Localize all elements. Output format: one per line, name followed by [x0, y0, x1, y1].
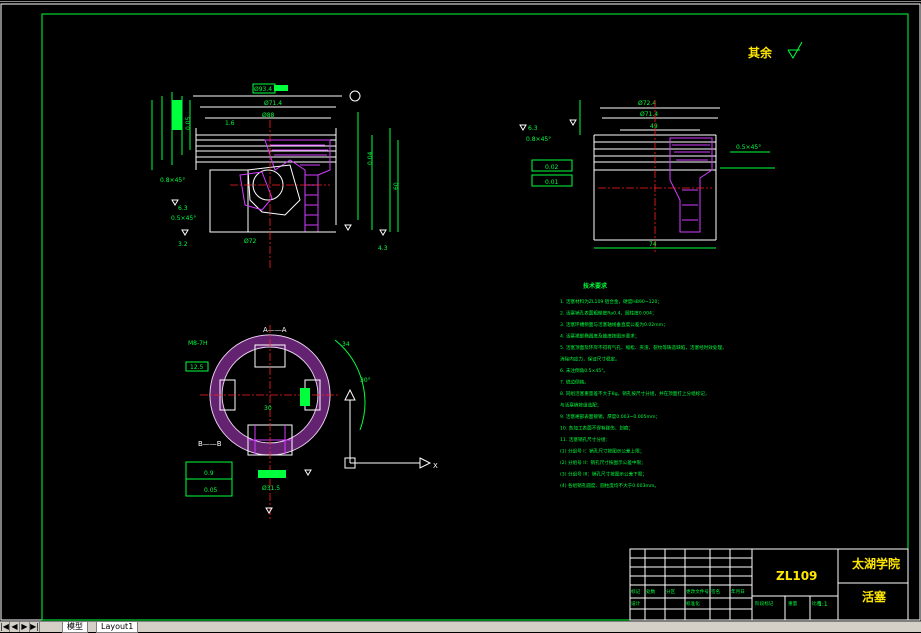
roughness-val-3: 4.3: [378, 245, 388, 252]
title-cell: 标记: [631, 588, 641, 595]
layout-tab-bar: |◀ ◀ ▶ ▶| 模型 Layout1: [0, 621, 921, 633]
prev-tab-button[interactable]: ◀: [10, 622, 20, 632]
tol-b2: 0.05: [204, 487, 218, 494]
tech-req-line: (3) 分组号 III：销孔尺寸按图示公差下限；: [560, 471, 647, 478]
next-tab-button[interactable]: ▶: [20, 622, 30, 632]
tech-req-line: (2) 分组号 II：销孔尺寸按图示公差中限；: [560, 459, 646, 466]
title-scale: 1:1: [818, 601, 828, 608]
title-part-name: 活塞: [862, 589, 887, 604]
tech-req-line: (4) 各组销孔圆度、圆柱度均不大于0.003mm。: [560, 482, 659, 489]
side-roughness: 6.3: [528, 125, 538, 132]
tech-req-line: 2. 活塞销孔表面粗糙度Ra0.4，圆柱度0.004；: [560, 310, 657, 317]
title-block: ZL109 太湖学院 活塞 1:1 标记处数 分区 更改文件号签名 年月日 设计 标准化…: [629, 548, 909, 621]
side-view: Ø72.4 Ø71.4 49 74 6.3 0.8×45° 0.02 0.01 …: [519, 100, 775, 252]
side-chamfer-2: 0.5×45°: [736, 144, 761, 151]
dim-chamfer-2: 0.5×45°: [171, 215, 196, 222]
tech-req-line: 9. 活塞裙部表面镀锡，厚度0.003~0.005mm；: [560, 413, 660, 420]
tech-req-line: 消除内应力，保证尺寸稳定。: [560, 356, 620, 363]
tech-req-line: 10. 各加工表面不得有碰伤、划痕；: [560, 425, 633, 432]
last-tab-button[interactable]: ▶|: [30, 622, 40, 632]
dim-tol-2: 0.04: [367, 151, 374, 165]
tol-b1: 0.9: [204, 470, 214, 477]
dim-side-49: 49: [650, 123, 658, 130]
title-cell: 处数: [646, 588, 656, 595]
axis-x-label: X: [433, 462, 438, 470]
section-a-a-label: A——A: [263, 326, 287, 334]
tab-layout1[interactable]: Layout1: [96, 622, 139, 633]
tech-req-title: 技术要求: [583, 282, 608, 290]
roughness-symbol-icon: [787, 41, 803, 59]
tech-req-line: 7. 锐边倒钝。: [560, 379, 589, 386]
roughness-label: 其余: [748, 45, 773, 60]
first-tab-button[interactable]: |◀: [0, 622, 10, 632]
title-cell: 阶段标记: [755, 600, 774, 607]
tol-frame-2: 0.01: [545, 179, 559, 186]
dim-side-74: 74: [649, 241, 657, 248]
dim-section-30: 30: [264, 405, 272, 412]
dim-side-ring: Ø71.4: [640, 111, 658, 118]
dim-side-top: Ø72.4: [638, 100, 656, 107]
title-cell: 年月日: [731, 588, 745, 595]
title-school: 太湖学院: [852, 556, 900, 571]
dim-thread: M8-7H: [188, 340, 208, 347]
sheet-outer-border: [0, 3, 921, 621]
dim-chamfer-1: 0.8×45°: [160, 177, 185, 184]
title-cell: 比例: [812, 600, 822, 607]
title-cell: 设计: [631, 600, 641, 607]
tech-req-line: 5. 活塞顶面及环岸不得有气孔、缩松、夹渣、裂纹等铸造缺陷，活塞经时效处理，: [560, 344, 727, 351]
dim-crown-dia: Ø93.4: [254, 86, 272, 93]
dim-pin-bore: Ø31.5: [262, 485, 280, 492]
section-b-b-label: B——B: [198, 440, 222, 448]
dim-groove-dia: Ø88: [262, 112, 275, 119]
side-chamfer: 0.8×45°: [526, 136, 551, 143]
main-section-view: Ø93.4 Ø71.4 Ø88: [151, 83, 400, 270]
sheet-inner-frame: [41, 13, 909, 621]
title-cell: 签名: [711, 588, 720, 595]
tech-req-line: 8. 同组活塞重量差不大于8g，销孔按尺寸分组，并在顶面打上分组标记，: [560, 390, 710, 397]
tech-req-line: 1. 活塞材料为ZL109 铝合金，硬度HB90~120；: [560, 298, 662, 305]
roughness-val-2: 3.2: [178, 241, 188, 248]
dim-skirt-dia: Ø72: [244, 238, 257, 245]
tech-req-line: 4. 活塞裙部椭圆度及锥度按图示要求；: [560, 333, 639, 340]
dim-angle-30: 30°: [360, 377, 371, 384]
title-row-2: 设计 标准化 阶段标记 重量 比例: [631, 600, 822, 607]
title-cell: 重量: [788, 600, 798, 607]
roughness-note: 其余: [748, 41, 803, 60]
technical-requirements: 技术要求 1. 活塞材料为ZL109 铝合金，硬度HB90~120； 2. 活塞销…: [560, 282, 727, 489]
tech-req-line: (1) 分组号 I：销孔尺寸按图示公差上限；: [560, 448, 644, 455]
tech-req-line: 与活塞销按组选配；: [560, 402, 601, 409]
title-cell: 更改文件号: [686, 588, 709, 595]
dim-roughness-1: 1.6: [225, 120, 235, 127]
dim-ring-dia: Ø71.4: [264, 100, 282, 107]
title-material: ZL109: [776, 569, 817, 583]
tol-frame-1: 0.02: [545, 164, 559, 171]
title-row-1: 标记处数 分区 更改文件号签名 年月日: [631, 588, 745, 595]
roughness-val-1: 6.3: [178, 205, 188, 212]
title-cell: 分区: [666, 588, 676, 595]
dim-angle-34: 34: [342, 341, 350, 348]
tech-req-line: 3. 活塞环槽侧面与活塞轴线垂直度公差为0.02mm；: [560, 321, 668, 328]
tech-req-line: 6. 未注倒角0.5×45°。: [560, 367, 608, 374]
tech-req-line: 11. 活塞销孔尺寸分组：: [560, 436, 610, 443]
dim-height: 60: [393, 182, 400, 190]
section-a-a-view: A——A 30 M8-7H 12.5 34 30° B——B 0.9 0.05 …: [185, 325, 371, 520]
title-cell: 标准化: [686, 600, 700, 607]
dim-tol-1: 0.05: [185, 116, 192, 130]
ucs-axis-icon: X: [344, 388, 438, 470]
dim-12-5: 12.5: [190, 364, 204, 371]
tab-model[interactable]: 模型: [62, 622, 88, 633]
